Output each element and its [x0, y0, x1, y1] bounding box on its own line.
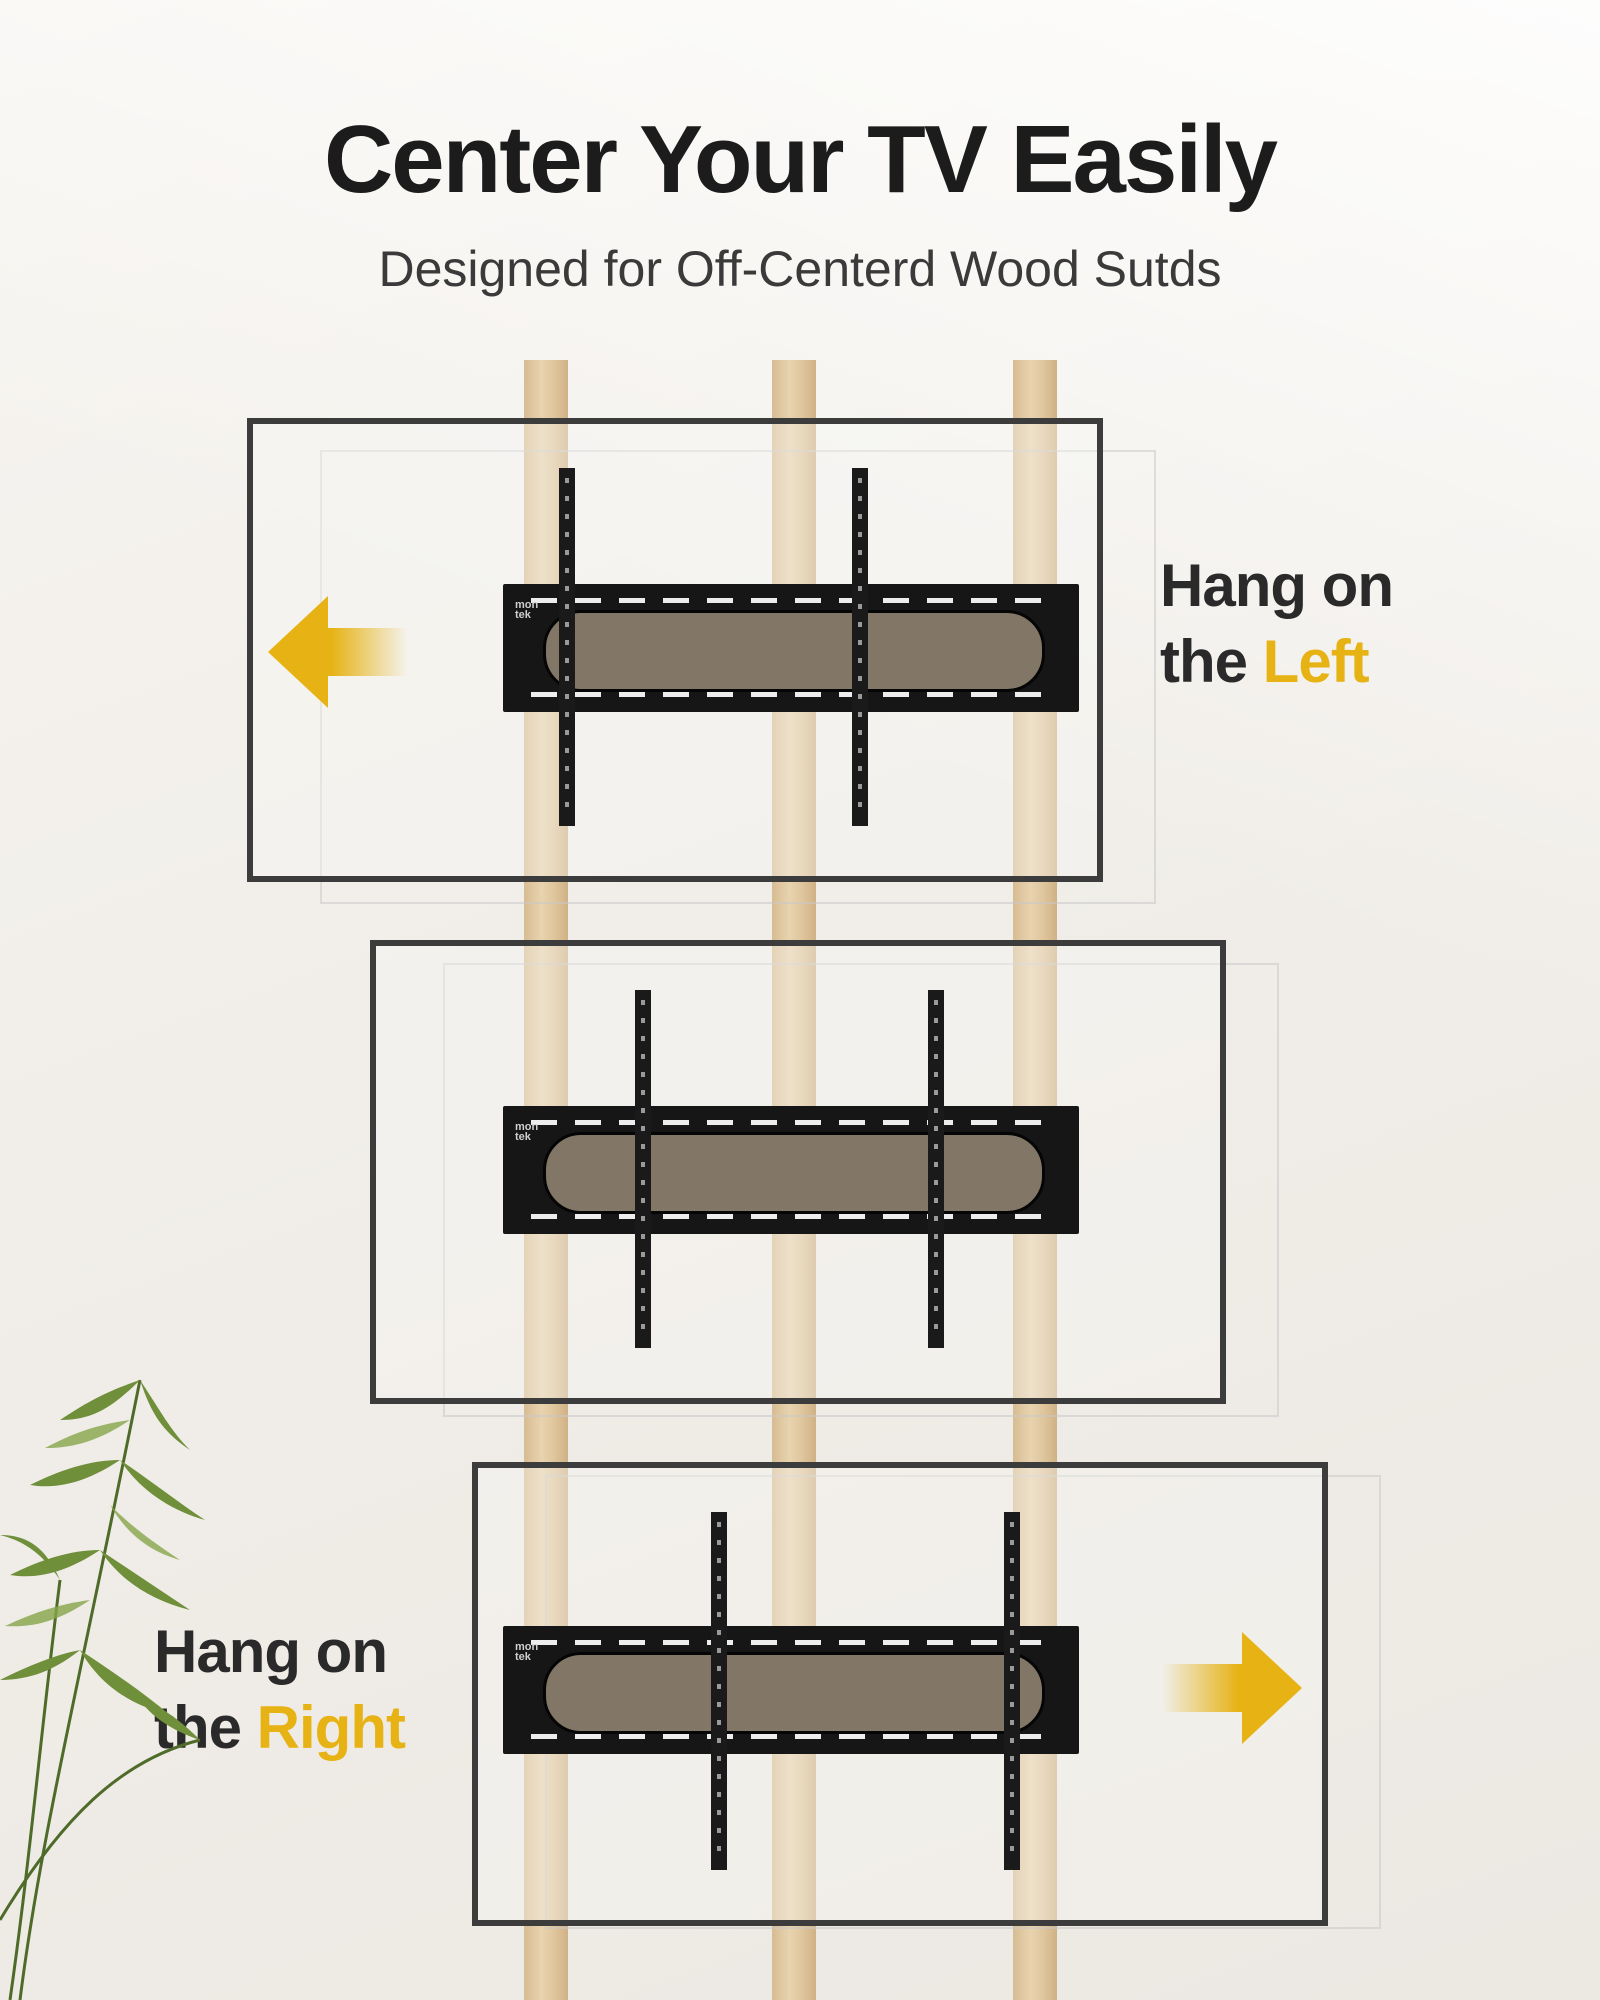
mounting-arm-right	[1004, 1512, 1020, 1870]
page-title: Center Your TV Easily	[323, 106, 1278, 213]
bracket-window	[543, 610, 1045, 692]
hang-right-line1: Hang on	[154, 1618, 388, 1685]
hang-left-line1: Hang on	[1160, 552, 1394, 619]
hang-left-label: Hang on the Left	[1160, 548, 1394, 700]
bracket-window	[543, 1652, 1045, 1734]
hang-left-prefix: the	[1160, 628, 1263, 695]
mounting-arm-left	[559, 468, 575, 826]
bracket-slots-bottom	[531, 692, 1051, 697]
tv-ghost-outline	[443, 963, 1279, 1417]
mounting-arm-left	[635, 990, 651, 1348]
hang-right-label: Hang on the Right	[154, 1614, 406, 1766]
arrow-left-icon	[268, 596, 408, 708]
bracket-slots-top	[531, 1640, 1051, 1645]
mounting-arm-left	[711, 1512, 727, 1870]
hang-right-line2: the Right	[154, 1690, 406, 1766]
bracket-slots-bottom	[531, 1214, 1051, 1219]
hang-right-accent: Right	[256, 1694, 406, 1761]
bracket-window	[543, 1132, 1045, 1214]
bracket-slots-top	[531, 1120, 1051, 1125]
arrow-right-icon	[1162, 1632, 1302, 1744]
palm-plant-icon	[0, 1379, 205, 2000]
hang-left-accent: Left	[1262, 628, 1370, 695]
mounting-arm-right	[852, 468, 868, 826]
mounting-arm-right	[928, 990, 944, 1348]
bracket-slots-top	[531, 598, 1051, 603]
hang-left-line2: the Left	[1160, 624, 1393, 700]
page-subtitle: Designed for Off-Centerd Wood Sutds	[378, 241, 1222, 297]
bracket-slots-bottom	[531, 1734, 1051, 1739]
